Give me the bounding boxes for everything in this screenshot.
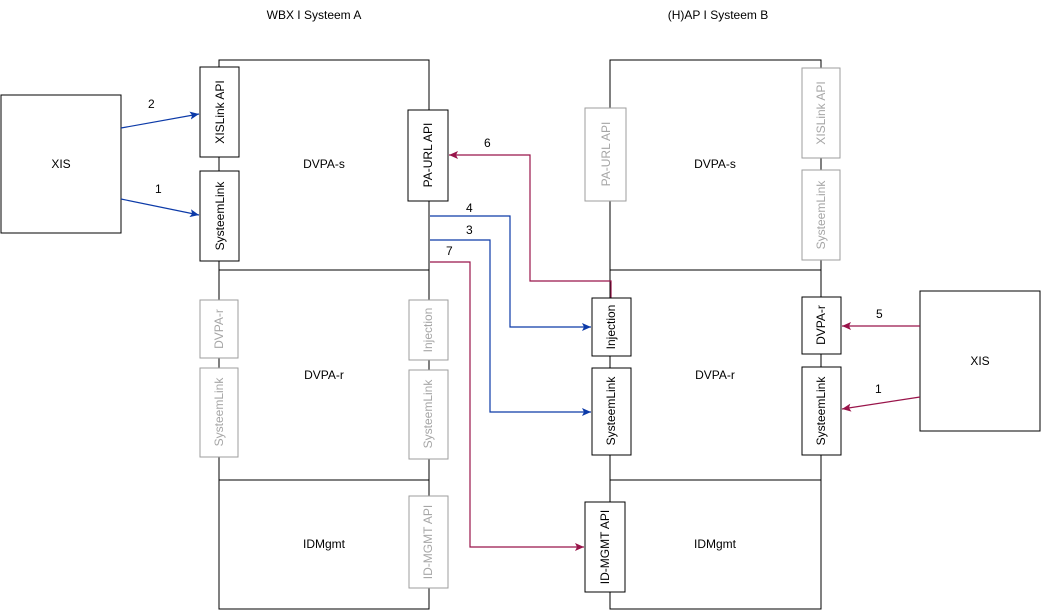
system-a-frame: [218, 59, 430, 610]
svg-text:Injection: Injection: [604, 305, 618, 350]
svg-text:DVPA-r: DVPA-r: [814, 305, 828, 345]
arrow-5-label: 5: [876, 307, 883, 321]
arrow-7: [430, 261, 584, 551]
svg-text:SysteemLink: SysteemLink: [421, 379, 435, 449]
system-b-frame: [609, 59, 822, 610]
system-b-id-mgmt-api: ID-MGMT API: [584, 501, 626, 593]
system-b-pa-url-api: PA-URL API: [584, 107, 627, 202]
svg-text:Injection: Injection: [421, 308, 435, 353]
system-b-dvpa-r-component: DVPA-r: [801, 296, 842, 355]
system-b-stack: DVPA-s DVPA-r IDMgmt: [609, 59, 822, 610]
system-b-dvpa-s-label: DVPA-s: [694, 157, 736, 171]
arrow-2-label: 2: [148, 97, 155, 111]
arrow-1-right: [841, 396, 921, 412]
svg-text:SysteemLink: SysteemLink: [212, 377, 226, 447]
arrow-6: [449, 151, 612, 298]
system-a-stack: DVPA-s DVPA-r IDMgmt: [218, 59, 430, 610]
svg-text:SysteemLink: SysteemLink: [213, 181, 227, 251]
system-a-title: WBX I Systeem A: [267, 8, 362, 22]
system-a-pa-url-api: PA-URL API: [407, 109, 449, 202]
arrow-4: [430, 215, 591, 331]
system-b-systeemlink-r-left: SysteemLink: [591, 367, 632, 456]
arrow-6-label: 6: [484, 136, 491, 150]
svg-text:PA-URL API: PA-URL API: [599, 122, 613, 187]
system-b-injection: Injection: [591, 297, 632, 357]
system-b-systeemlink-r-right: SysteemLink: [801, 366, 842, 456]
xis-left-box: XIS: [0, 94, 122, 234]
system-a-id-mgmt-api: ID-MGMT API: [408, 495, 449, 589]
arrow-4-label: 4: [466, 201, 473, 215]
svg-text:XISLink API: XISLink API: [814, 81, 828, 144]
svg-text:XISLink API: XISLink API: [213, 80, 227, 143]
xis-left-label: XIS: [51, 157, 70, 171]
system-a-systeemlink-r-right: SysteemLink: [408, 369, 449, 460]
system-a-idmgmt-label: IDMgmt: [303, 537, 346, 551]
svg-text:ID-MGMT API: ID-MGMT API: [421, 505, 435, 579]
system-a-injection: Injection: [408, 299, 449, 361]
system-b-xislink-api: XISLink API: [801, 67, 841, 159]
system-b-idmgmt-label: IDMgmt: [694, 537, 737, 551]
svg-text:SysteemLink: SysteemLink: [604, 376, 618, 446]
arrow-1-right-label: 1: [875, 382, 882, 396]
system-a-systeemlink-r-left: SysteemLink: [199, 367, 239, 458]
svg-text:SysteemLink: SysteemLink: [814, 376, 828, 446]
system-b-title: (H)AP I Systeem B: [668, 8, 768, 22]
system-b-dvpa-r-label: DVPA-r: [695, 368, 735, 382]
system-b-systeemlink-s: SysteemLink: [801, 169, 841, 261]
system-a-xislink-api: XISLink API: [199, 66, 240, 158]
system-a-dvpa-s-label: DVPA-s: [303, 157, 345, 171]
arrow-3-label: 3: [466, 223, 473, 237]
arrow-7-label: 7: [446, 244, 453, 258]
arrow-1-left-label: 1: [155, 182, 162, 196]
arrow-2: [120, 111, 200, 129]
arrows: [120, 111, 921, 551]
svg-text:SysteemLink: SysteemLink: [814, 180, 828, 250]
arrow-3: [430, 239, 591, 416]
system-a-dvpa-r-label: DVPA-r: [304, 368, 344, 382]
xis-right-box: XIS: [919, 290, 1041, 432]
svg-text:ID-MGMT API: ID-MGMT API: [598, 510, 612, 584]
system-a-systeemlink-s: SysteemLink: [199, 170, 240, 262]
system-a-dvpa-r-component: DVPA-r: [199, 299, 239, 359]
arrow-1-left: [120, 198, 200, 218]
svg-text:PA-URL API: PA-URL API: [421, 123, 435, 188]
xis-right-label: XIS: [970, 354, 989, 368]
svg-text:DVPA-r: DVPA-r: [212, 309, 226, 349]
